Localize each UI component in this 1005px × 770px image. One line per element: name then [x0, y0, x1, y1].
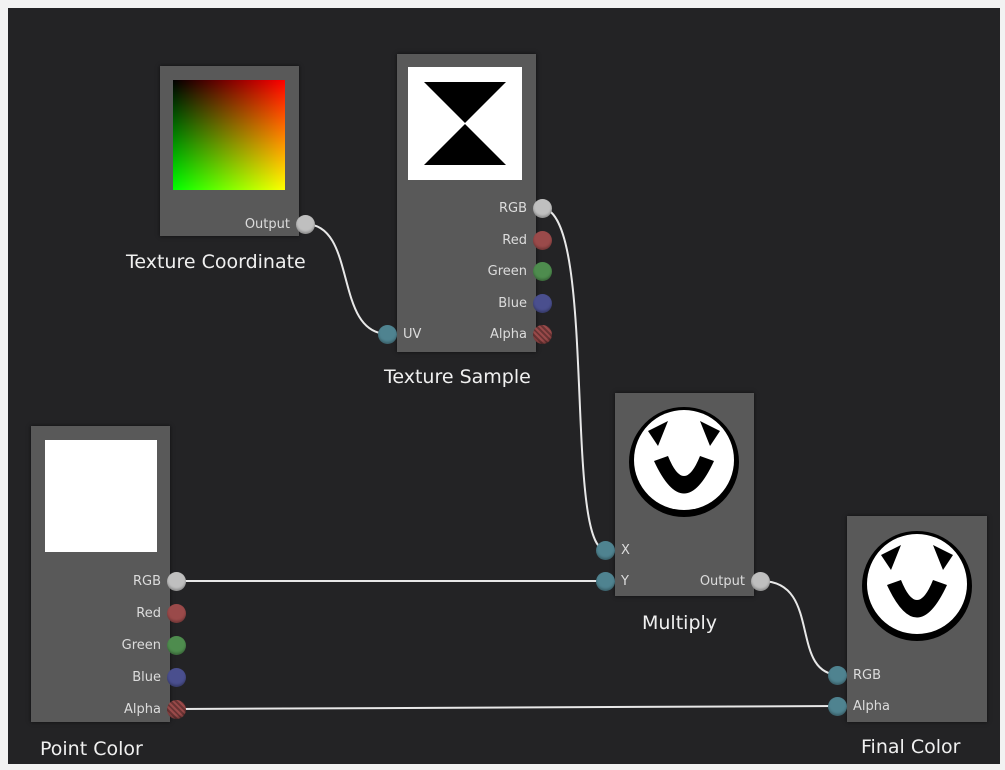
point-color-alpha-port[interactable]: Alpha — [124, 699, 186, 719]
port-label: Y — [621, 573, 629, 589]
alpha-socket[interactable] — [828, 696, 847, 716]
texture-sample-red-port[interactable]: Red — [502, 230, 552, 250]
node-title: Texture Sample — [384, 366, 531, 388]
port-label: Green — [121, 637, 161, 653]
multiply-result-preview — [629, 407, 739, 517]
texture-sample-blue-port[interactable]: Blue — [498, 293, 552, 313]
alpha-socket[interactable] — [533, 324, 552, 344]
point-color-green-port[interactable]: Green — [121, 635, 186, 655]
texture-sample-node[interactable]: RGB Red Green Blue Alpha UV — [378, 54, 552, 352]
texture-coordinate-node[interactable]: Output — [160, 66, 315, 236]
white-color-preview — [45, 440, 157, 552]
port-label: Alpha — [124, 701, 161, 717]
multiply-y-port[interactable]: Y — [596, 571, 629, 591]
port-label: Red — [502, 232, 527, 248]
node-title: Point Color — [40, 738, 143, 760]
rgb-socket[interactable] — [828, 665, 847, 685]
red-socket[interactable] — [533, 230, 552, 250]
uv-gradient-preview — [173, 80, 285, 190]
port-label: Output — [244, 216, 290, 232]
green-socket[interactable] — [167, 635, 186, 655]
multiply-node[interactable]: X Y Output — [596, 393, 770, 596]
alpha-socket[interactable] — [167, 699, 186, 719]
multiply-x-port[interactable]: X — [596, 540, 630, 560]
output-socket[interactable] — [296, 214, 315, 234]
port-label: Blue — [498, 295, 527, 311]
node-graph-canvas[interactable]: Output Texture Coordinate RGB Red Green … — [8, 8, 1000, 764]
output-socket[interactable] — [751, 571, 770, 591]
port-label: Green — [487, 263, 527, 279]
port-label: Red — [136, 605, 161, 621]
final-color-rgb-port[interactable]: RGB — [828, 665, 882, 685]
port-label: UV — [403, 326, 422, 342]
final-color-alpha-port[interactable]: Alpha — [828, 696, 890, 716]
point-color-rgb-port[interactable]: RGB — [132, 571, 186, 591]
wire-point-alpha-to-final-alpha — [177, 705, 841, 710]
port-label: Blue — [132, 669, 161, 685]
point-color-node[interactable]: RGB Red Green Blue Alpha — [31, 426, 186, 722]
rgb-socket[interactable] — [533, 198, 552, 218]
multiply-output-port[interactable]: Output — [699, 571, 770, 591]
port-label: RGB — [498, 200, 527, 216]
node-title: Final Color — [861, 736, 961, 758]
uv-socket[interactable] — [378, 324, 397, 344]
node-title: Texture Coordinate — [126, 251, 306, 273]
port-label: RGB — [853, 667, 882, 683]
texture-sample-alpha-port[interactable]: Alpha — [490, 324, 552, 344]
final-result-preview — [862, 531, 972, 641]
green-socket[interactable] — [533, 261, 552, 281]
point-color-red-port[interactable]: Red — [136, 603, 186, 623]
port-label: Alpha — [490, 326, 527, 342]
blue-socket[interactable] — [533, 293, 552, 313]
wire-multiply-to-final-rgb — [760, 580, 841, 676]
texture-sample-green-port[interactable]: Green — [487, 261, 552, 281]
wire-texcoord-to-uv — [304, 223, 389, 335]
texture-coordinate-output-port[interactable]: Output — [244, 214, 315, 234]
port-label: RGB — [132, 573, 161, 589]
port-label: X — [621, 542, 630, 558]
point-color-blue-port[interactable]: Blue — [132, 667, 186, 687]
port-label: Output — [699, 573, 745, 589]
red-socket[interactable] — [167, 603, 186, 623]
texture-sample-uv-port[interactable]: UV — [378, 324, 422, 344]
node-title: Multiply — [642, 612, 718, 634]
y-socket[interactable] — [596, 571, 615, 591]
rgb-socket[interactable] — [167, 571, 186, 591]
port-label: Alpha — [853, 698, 890, 714]
blue-socket[interactable] — [167, 667, 186, 687]
wire-sample-rgb-to-multiply-x — [540, 207, 607, 551]
final-color-node[interactable]: RGB Alpha — [828, 516, 987, 722]
x-socket[interactable] — [596, 540, 615, 560]
texture-sample-rgb-port[interactable]: RGB — [498, 198, 552, 218]
checker-x-texture-preview — [408, 67, 522, 180]
